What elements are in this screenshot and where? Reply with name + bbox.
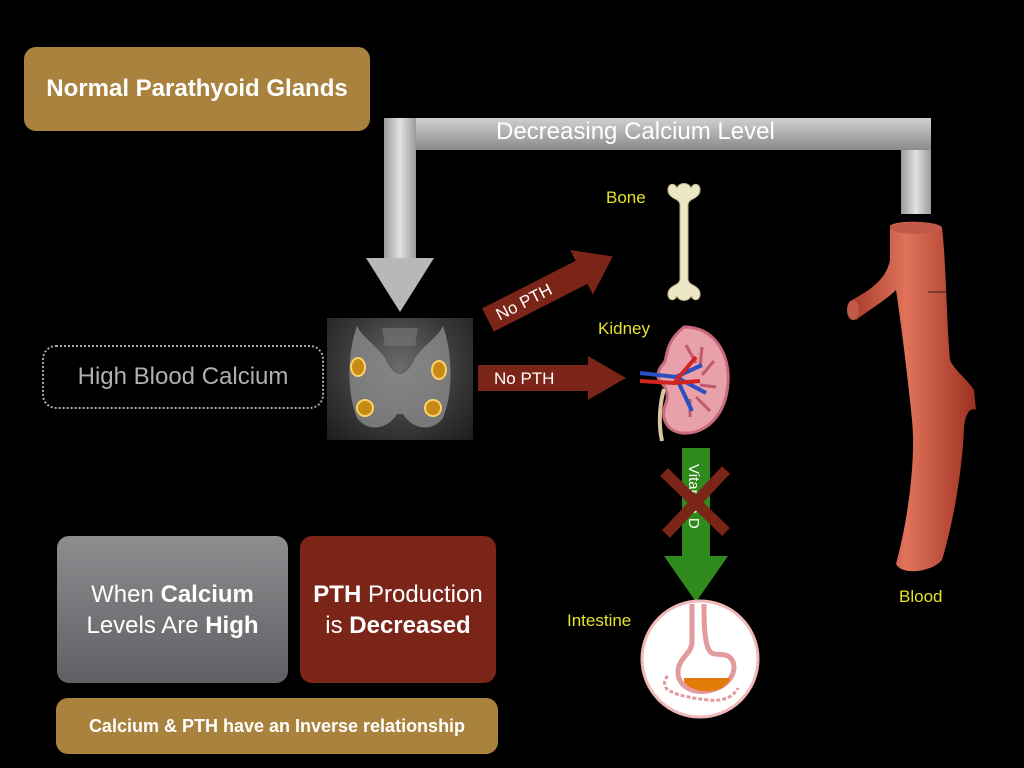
bone-icon [667,183,701,301]
calcium-high-text-bold: Calcium [160,580,254,608]
blood-label: Blood [899,587,943,606]
calcium-high-text-bold: High [205,611,259,639]
blood-vessel-icon [847,221,976,572]
parathyroid-gland [350,357,366,377]
no-pth-arrow-kidney: No PTH [478,356,626,400]
bone-label: Bone [606,188,646,207]
vitamin-d-arrow: Vitamin D [660,448,731,602]
kidney-label: Kidney [598,319,650,338]
feedback-arrow [366,118,931,312]
inverse-relationship-text: Calcium & PTH have an Inverse relationsh… [88,715,466,736]
title-text: Normal Parathyoid Glands [46,75,348,102]
parathyroid-gland [356,399,374,417]
calcium-high-text: Levels Are [86,611,206,639]
parathyroid-image [327,318,473,440]
calcium-high-text: When [91,580,161,608]
no-pth-arrow-bone: No PTH [482,250,613,332]
blocked-x-icon [660,466,731,538]
pth-decreased-text: is [325,611,350,639]
high-blood-calcium-box: High Blood Calcium [42,345,324,409]
intestine-label: Intestine [567,611,632,630]
pth-decreased-text-bold: PTH [313,580,362,608]
stomach-icon [640,599,760,719]
inverse-relationship-badge: Calcium & PTH have an Inverse relationsh… [56,698,498,754]
pth-decreased-text-bold: Decreased [349,611,471,639]
pth-decreased-text: Production [361,580,483,608]
parathyroid-gland [424,399,442,417]
pth-decreased-box: PTH Production is Decreased [300,536,496,683]
kidney-icon [639,325,730,442]
parathyroid-gland [431,360,447,380]
thyroid-gland-icon [349,326,451,428]
no-pth-kidney-label: No PTH [494,369,554,388]
calcium-high-box: When Calcium Levels Are High [57,536,288,683]
title-badge: Normal Parathyoid Glands [24,47,370,131]
feedback-arrow-label: Decreasing Calcium Level [496,118,775,145]
high-blood-calcium-label: High Blood Calcium [77,363,289,390]
